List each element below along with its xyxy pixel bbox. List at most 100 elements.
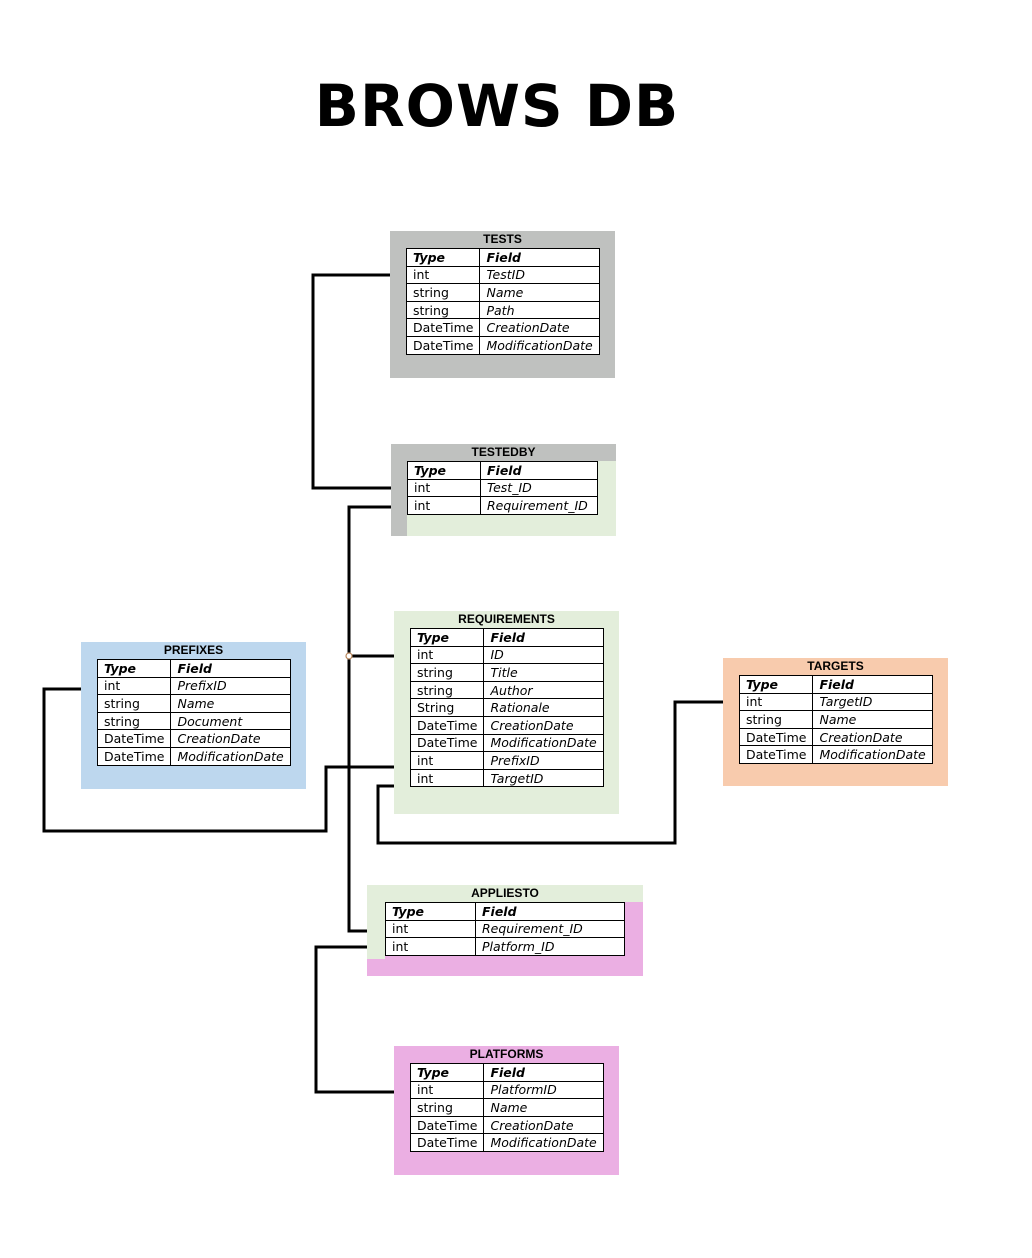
field-type: int bbox=[96, 676, 172, 696]
table-header-row: Type Field bbox=[405, 248, 600, 267]
type-header: Type bbox=[738, 675, 814, 694]
field-name: Title bbox=[483, 663, 604, 682]
table-header-row: Type Field bbox=[738, 675, 933, 694]
field-name: Requirement_ID bbox=[475, 919, 625, 939]
field-type: string bbox=[738, 710, 814, 729]
field-header: Field bbox=[480, 461, 598, 480]
field-name: ModificationDate bbox=[170, 746, 291, 766]
table-header-row: Type Field bbox=[96, 659, 291, 678]
field-name: Author bbox=[483, 680, 604, 700]
field-type: int bbox=[409, 768, 485, 788]
field-type: DateTime bbox=[96, 729, 172, 748]
field-type: int bbox=[385, 919, 476, 939]
field-name: Platform_ID bbox=[475, 937, 625, 956]
field-name: PlatformID bbox=[483, 1080, 604, 1100]
field-name: Name bbox=[812, 710, 933, 729]
table-header-row: Type Field bbox=[409, 628, 604, 647]
field-type: string bbox=[405, 300, 481, 320]
field-type: int bbox=[738, 692, 814, 712]
field-header: Field bbox=[479, 248, 600, 267]
table-header-row: Type Field bbox=[409, 1063, 604, 1082]
field-name: PrefixID bbox=[483, 751, 604, 770]
entity-requirements-name: REQUIREMENTS bbox=[458, 612, 555, 626]
field-name: TargetID bbox=[483, 768, 604, 788]
field-name: Name bbox=[479, 283, 600, 302]
field-name: Rationale bbox=[483, 698, 604, 717]
requirements-targets-line bbox=[376, 700, 724, 845]
testedby-requirements-appliesto-line bbox=[347, 505, 391, 933]
field-name: CreationDate bbox=[483, 715, 604, 735]
field-name: CreationDate bbox=[812, 727, 933, 747]
field-type: string bbox=[409, 1098, 485, 1117]
field-type: int bbox=[407, 496, 481, 515]
entity-appliesto-name: APPLIESTO bbox=[471, 886, 539, 900]
entity-targets-name: TARGETS bbox=[807, 659, 864, 673]
field-type: int bbox=[409, 751, 485, 770]
field-name: ModificationDate bbox=[479, 335, 600, 355]
field-name: Requirement_ID bbox=[480, 496, 598, 515]
field-header: Field bbox=[483, 1063, 604, 1082]
appliesto-platforms-line bbox=[314, 945, 395, 1094]
field-type: string bbox=[96, 694, 172, 713]
field-type: DateTime bbox=[409, 715, 485, 735]
field-type: DateTime bbox=[405, 335, 481, 355]
field-type: string bbox=[96, 711, 172, 731]
field-name: Document bbox=[170, 711, 291, 731]
field-header: Field bbox=[483, 628, 604, 647]
field-name: Test_ID bbox=[480, 478, 598, 498]
field-type: DateTime bbox=[738, 727, 814, 747]
field-type: DateTime bbox=[409, 1133, 485, 1152]
field-name: ModificationDate bbox=[483, 733, 604, 753]
entity-tests-name: TESTS bbox=[483, 232, 522, 246]
type-header: Type bbox=[385, 902, 476, 921]
table-header-row: Type Field bbox=[407, 461, 598, 480]
field-type: int bbox=[385, 937, 476, 956]
table-header-row: Type Field bbox=[385, 902, 625, 921]
tests-testedby-line bbox=[311, 273, 391, 490]
entity-prefixes-name: PREFIXES bbox=[163, 643, 224, 657]
type-header: Type bbox=[407, 461, 481, 480]
type-header: Type bbox=[409, 1063, 485, 1082]
entity-platforms-name: PLATFORMS bbox=[469, 1047, 544, 1061]
field-name: TestID bbox=[479, 265, 600, 285]
type-header: Type bbox=[405, 248, 481, 267]
field-name: ID bbox=[483, 645, 604, 665]
field-type: int bbox=[405, 265, 481, 285]
field-type: DateTime bbox=[405, 318, 481, 337]
